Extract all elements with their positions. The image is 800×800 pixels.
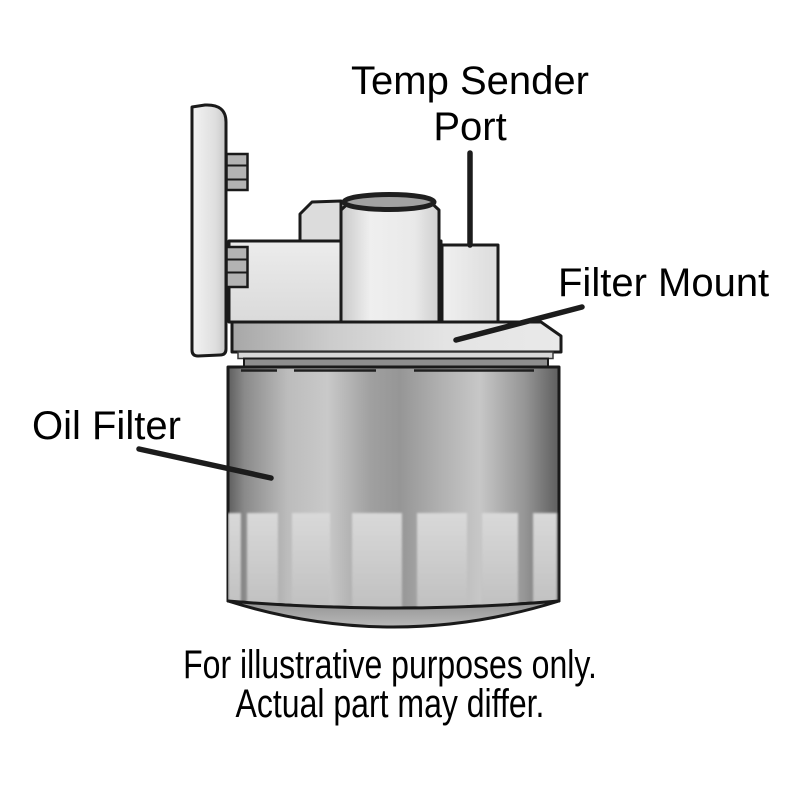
disclaimer-caption: For illustrative purposes only. Actual p… (183, 643, 597, 726)
can-bottom-dome (226, 599, 561, 629)
disclaimer-line2: Actual part may differ. (235, 682, 545, 726)
bolt-tab-lower (225, 245, 249, 289)
leader-oil-filter (136, 446, 274, 481)
label-temp-sender-port: Temp Sender Port (351, 58, 589, 150)
hex-boss-left-facet (298, 199, 343, 243)
oil-filter-can (226, 365, 561, 629)
disclaimer-line1: For illustrative purposes only. (183, 643, 597, 687)
temp-sender-boss (440, 243, 500, 324)
mount-flange (230, 320, 563, 354)
bolt-tab-upper (225, 152, 249, 192)
hex-boss (339, 195, 441, 324)
label-filter-mount: Filter Mount (558, 261, 770, 305)
label-temp-sender-line2: Port (433, 105, 507, 149)
label-temp-sender-line1: Temp Sender (351, 59, 589, 103)
port-opening-rim (341, 192, 437, 212)
leader-filter-mount (453, 304, 585, 343)
grip-flutes (228, 513, 557, 608)
mount-bracket-plate (190, 103, 228, 358)
label-oil-filter: Oil Filter (32, 404, 181, 448)
